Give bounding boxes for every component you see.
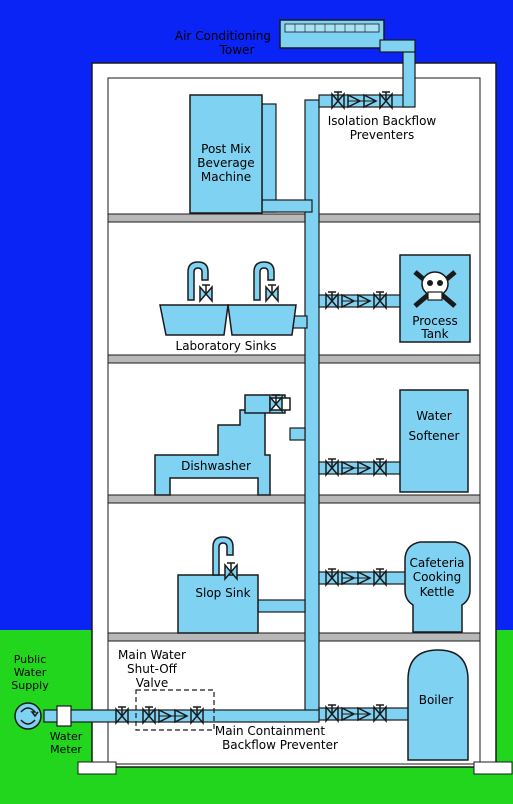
kettle-label: Cafeteria: [409, 556, 464, 570]
softener-label: Water: [416, 409, 452, 423]
public-supply-label: Public: [14, 653, 47, 666]
post-mix-machine: [189, 94, 263, 214]
boiler-label: Boiler: [419, 693, 454, 707]
process-tank-label: Tank: [420, 327, 448, 341]
water-meter: [56, 705, 72, 727]
shutoff-label: Valve: [136, 676, 168, 690]
public-supply-label: Supply: [11, 679, 49, 692]
containment-label: Backflow Preventer: [222, 738, 338, 752]
dishwasher: [154, 394, 291, 496]
floor-slab: [107, 494, 481, 504]
post-mix-label: Beverage: [197, 156, 254, 170]
post-mix-label: Post Mix: [201, 142, 251, 156]
floor-slab: [107, 354, 481, 364]
process-tank-label: Process: [412, 314, 458, 328]
public-supply-label: Water: [14, 666, 47, 679]
ac-tower-label: Air Conditioning: [175, 29, 271, 43]
slop-sink: [177, 536, 259, 634]
laboratory-sinks: [159, 261, 297, 336]
floor-slab: [107, 213, 481, 223]
water-softener: [399, 389, 469, 493]
softener-label: Softener: [409, 429, 460, 443]
public-supply-icon: [14, 702, 42, 730]
shutoff-label: Shut-Off: [127, 662, 178, 676]
post-mix-label: Machine: [201, 170, 251, 184]
containment-box: [135, 689, 215, 731]
isolation-label: Preventers: [350, 128, 414, 142]
boiler: [407, 649, 469, 761]
cooking-kettle: [404, 541, 471, 633]
shutoff-label: Main Water: [118, 648, 186, 662]
dishwasher-label: Dishwasher: [181, 459, 251, 473]
meter-label: Meter: [50, 743, 82, 756]
meter-label: Water: [50, 730, 83, 743]
ac-tower: [279, 19, 385, 49]
slop-sink-label: Slop Sink: [195, 586, 250, 600]
kettle-label: Cooking: [413, 570, 462, 584]
floor-slab: [107, 632, 481, 642]
ac-tower-label: Tower: [219, 43, 255, 57]
lab-sinks-label: Laboratory Sinks: [176, 339, 277, 353]
isolation-label: Isolation Backflow: [328, 114, 437, 128]
process-tank: [399, 254, 471, 343]
containment-label: Main Containment: [215, 724, 325, 738]
kettle-label: Kettle: [420, 585, 455, 599]
skull-icon: [413, 270, 457, 308]
